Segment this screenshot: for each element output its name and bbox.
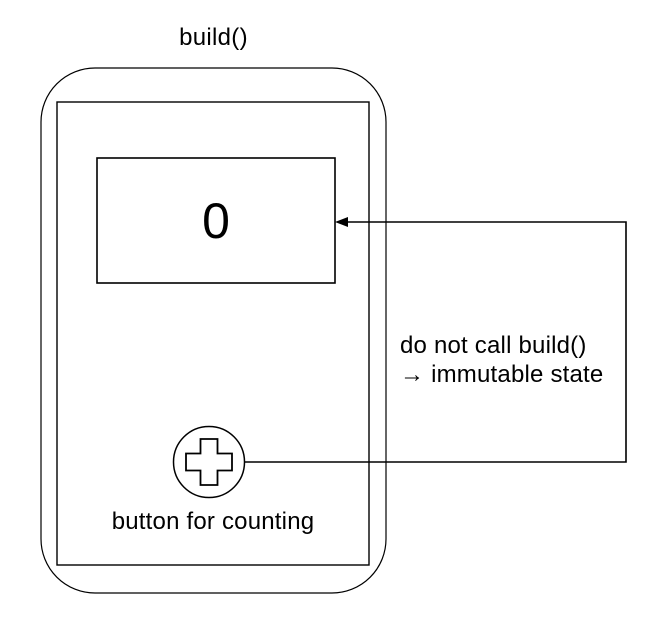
state-update-line xyxy=(245,221,627,463)
arrow-left-icon xyxy=(335,217,348,227)
annotation-line-2: → immutable state xyxy=(400,361,604,388)
plus-button-caption: button for counting xyxy=(111,508,315,535)
immutable-state-annotation: do not call build() → immutable state xyxy=(400,331,603,389)
build-method-title: build() xyxy=(179,24,248,51)
phone-frame xyxy=(40,67,387,594)
plus-button-circle xyxy=(172,425,246,499)
counter-display-box xyxy=(96,157,336,284)
plus-button xyxy=(172,425,246,499)
annotation-line-1: do not call build() xyxy=(400,332,587,359)
app-screen xyxy=(56,101,370,566)
plus-icon xyxy=(185,438,233,486)
counter-value: 0 xyxy=(202,192,230,249)
